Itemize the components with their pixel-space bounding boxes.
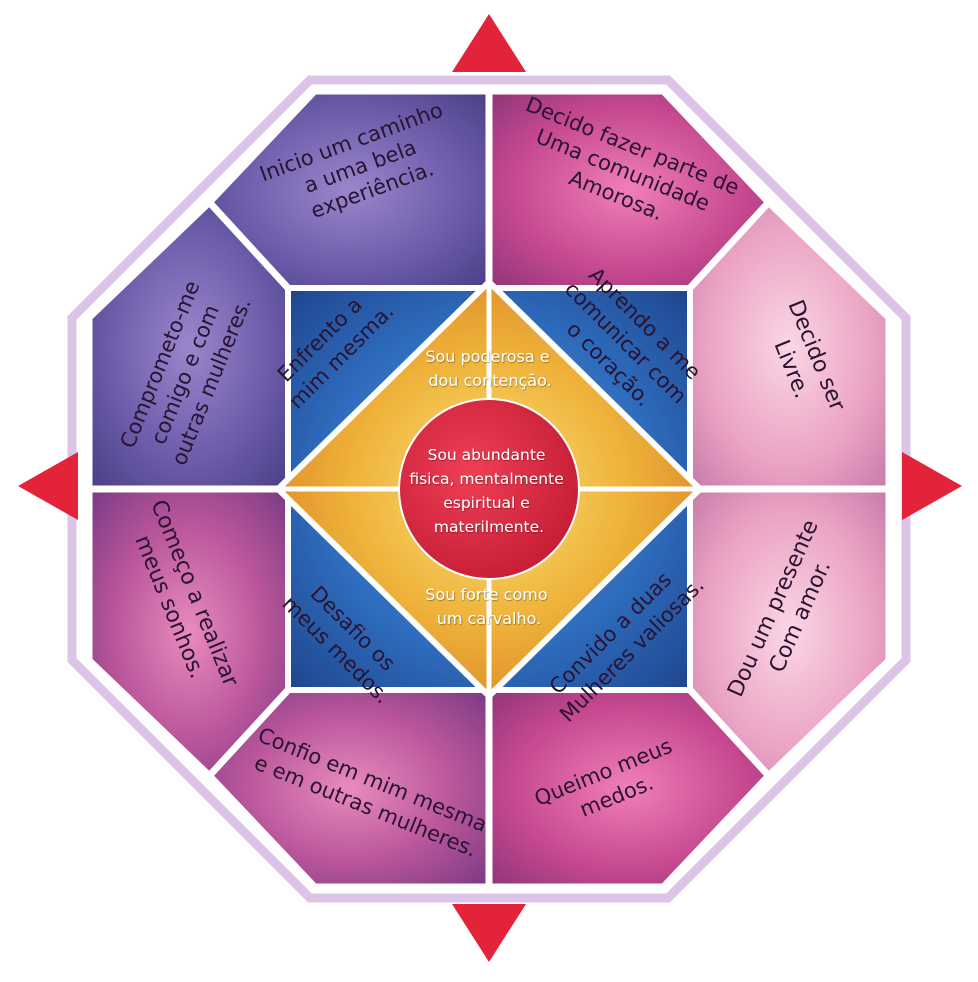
diamond-label-top: Sou poderosa e dou contenção.	[425, 347, 554, 390]
outer-segment-bottom-right	[489, 690, 768, 886]
blue-label-upper-right: Aprendo a me comunicar com o coração.	[541, 258, 715, 432]
arrow-left	[18, 452, 78, 520]
diamond-label-bottom: Sou forte como um carvalho.	[425, 585, 552, 628]
outer-segment-right-bottom	[690, 489, 888, 775]
outer-segment-left-top	[90, 203, 288, 489]
arrow-bottom	[452, 904, 526, 962]
arrow-right	[902, 452, 962, 520]
center-label: Sou abundante fisica, mentalmente espiri…	[409, 446, 568, 536]
arrow-top	[452, 14, 526, 72]
outer-dividers	[90, 92, 888, 886]
outer-segment-right-top	[690, 203, 888, 489]
outer-segment-top-left	[210, 92, 489, 288]
center-circle	[398, 398, 580, 580]
outer-segment-left-bottom	[90, 489, 288, 775]
outer-segment-top-right	[489, 92, 768, 288]
outer-frame	[67, 75, 911, 903]
outer-segment-border	[87, 89, 891, 889]
outer-segment-bottom-left	[210, 690, 489, 886]
diamond-dividers	[278, 282, 700, 696]
